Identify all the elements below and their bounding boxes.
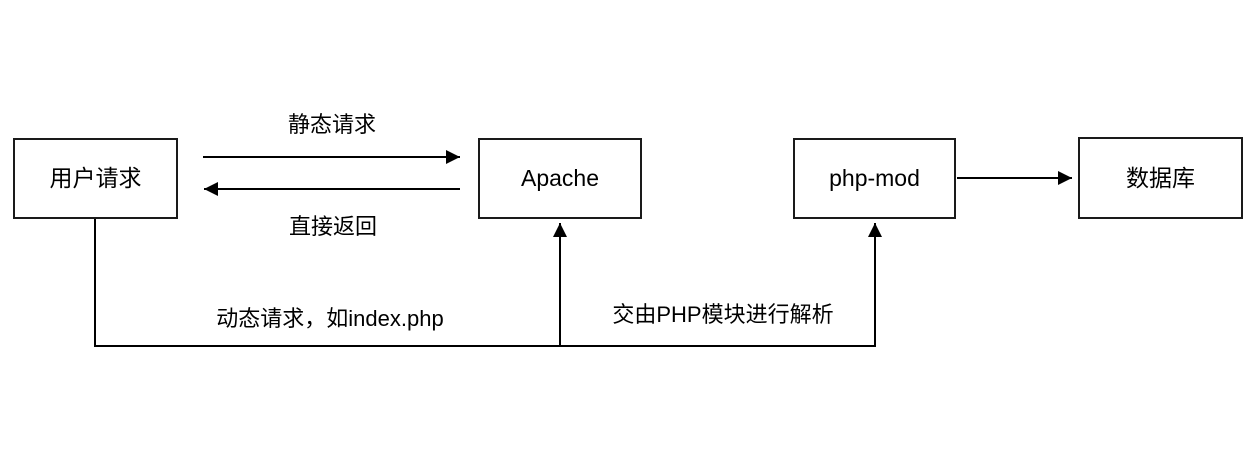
node-database: 数据库: [1078, 137, 1243, 219]
node-apache-label: Apache: [520, 165, 599, 191]
edge-label-static-request: 静态请求: [287, 112, 376, 137]
node-user-request: 用户请求: [13, 138, 178, 219]
edge-label-direct-return: 直接返回: [288, 214, 377, 239]
node-apache: Apache: [478, 138, 642, 219]
node-user-request-label: 用户请求: [49, 165, 142, 191]
node-php-mod-label: php-mod: [829, 165, 920, 191]
node-database-label: 数据库: [1126, 164, 1195, 191]
edge-label-php-parse: 交由PHP模块进行解析: [612, 302, 834, 327]
edge-label-dynamic-request: 动态请求，如index.php: [216, 306, 444, 331]
node-php-mod: php-mod: [793, 138, 956, 219]
arrow-dynamic-request-to-php-mod: [94, 218, 882, 347]
